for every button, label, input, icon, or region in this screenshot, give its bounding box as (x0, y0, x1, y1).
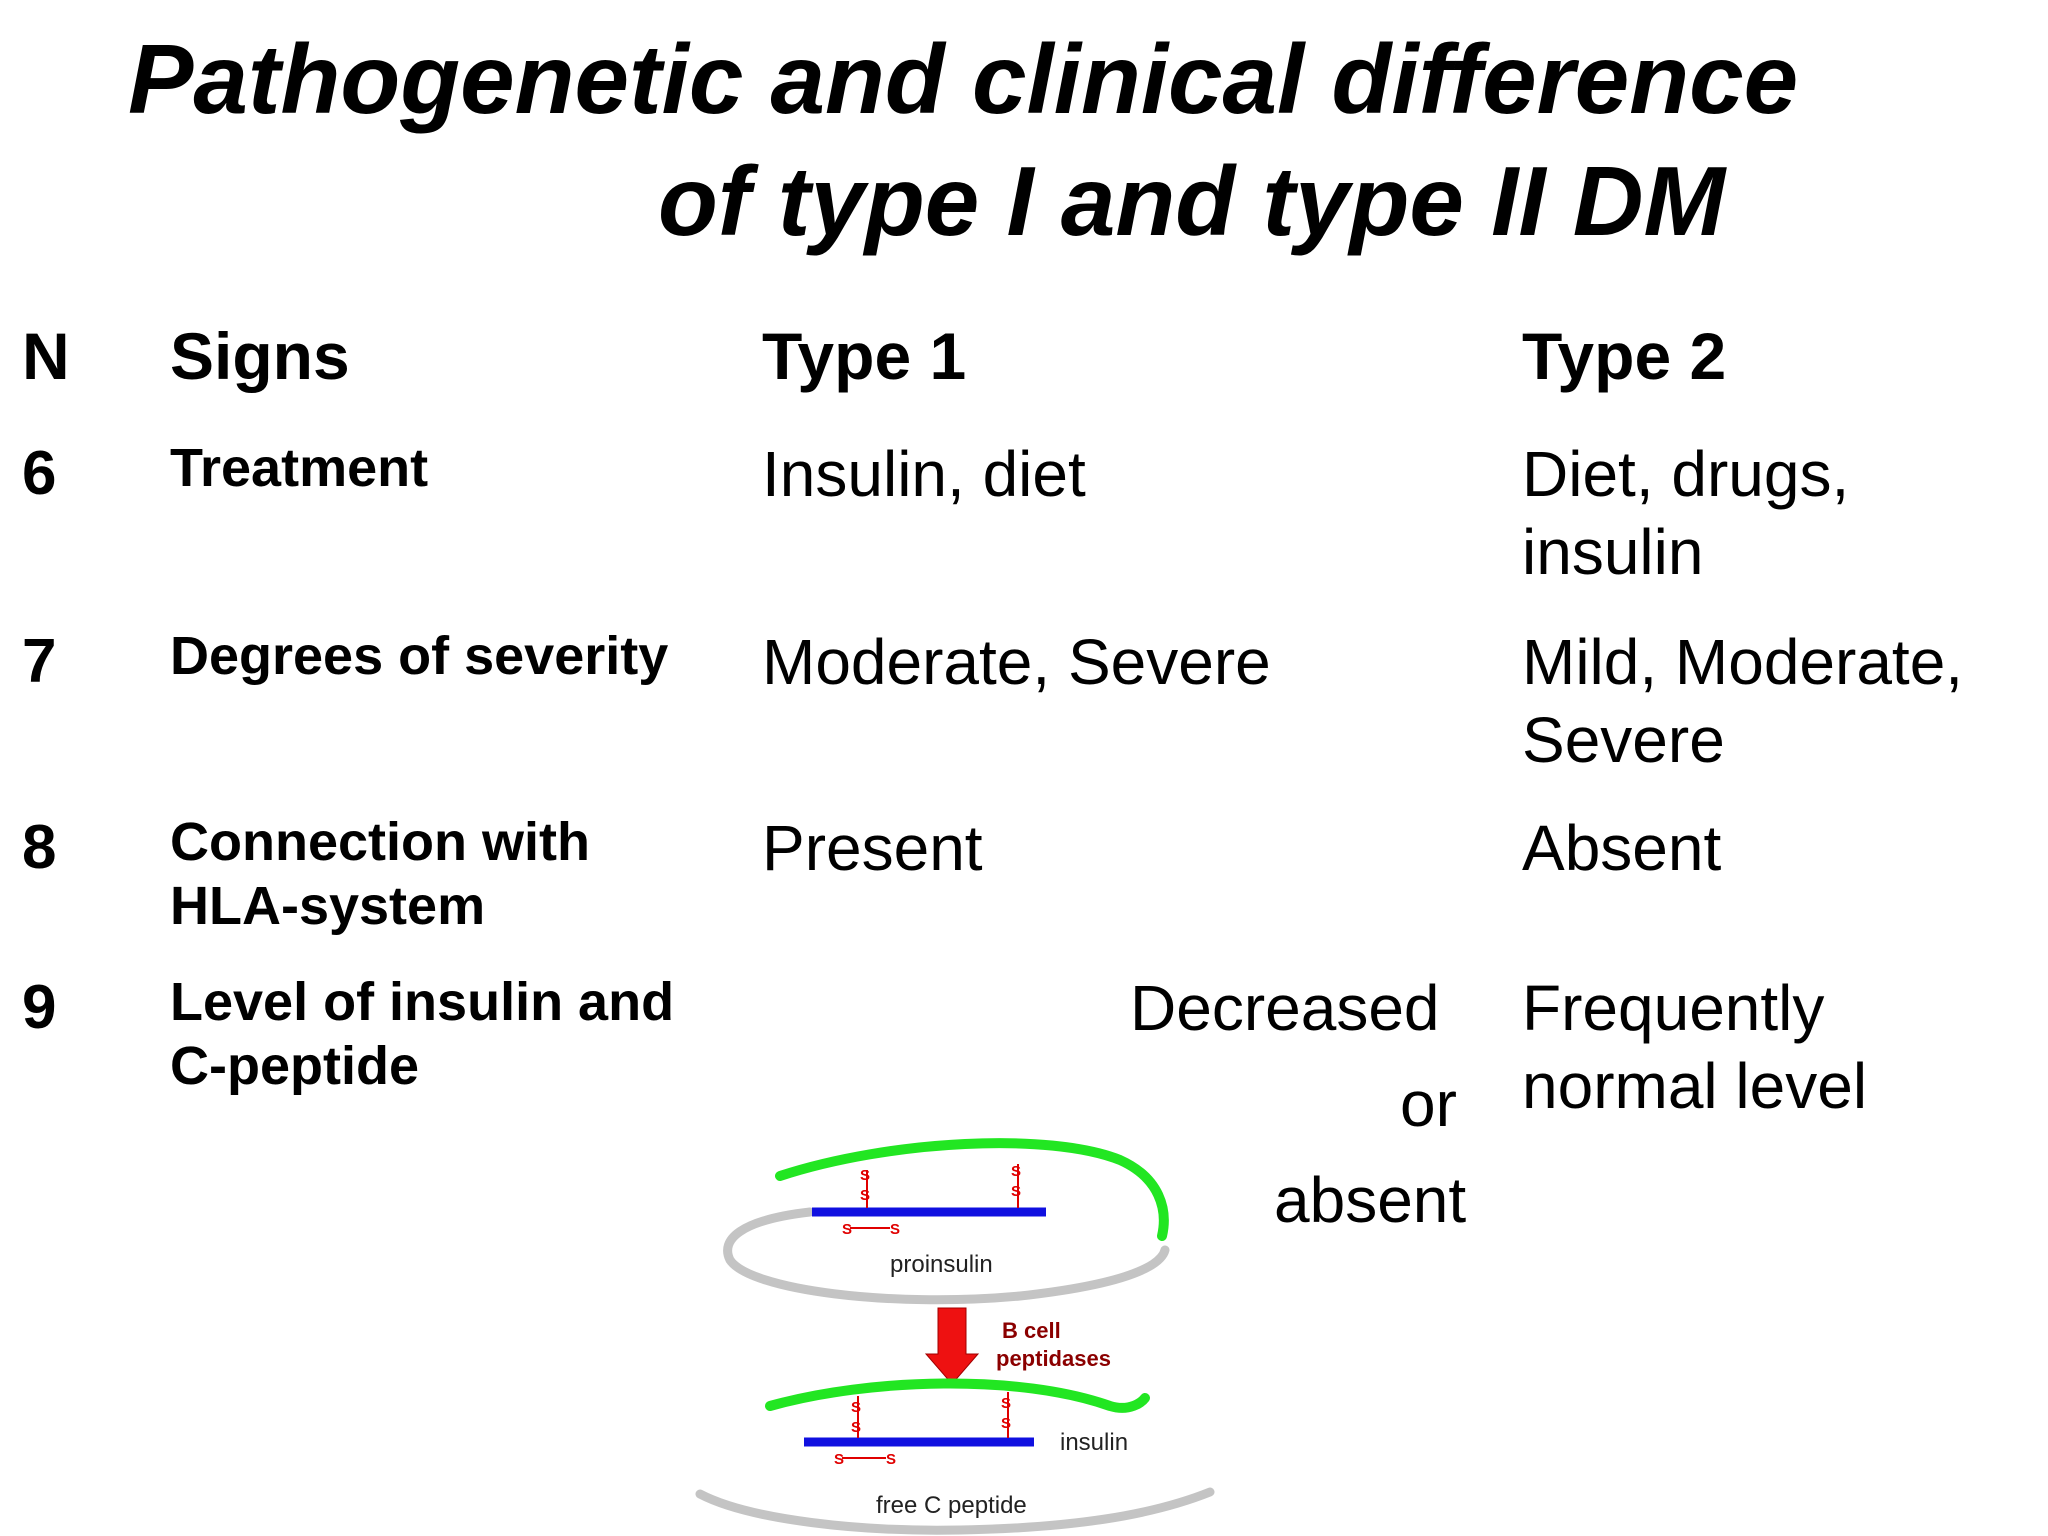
proinsulin-bond-label-6: S (890, 1221, 900, 1238)
insulin-disulfide-bonds (842, 1392, 1009, 1459)
row-7-type1: Moderate, Severe (762, 626, 1271, 698)
insulin-label: insulin (1060, 1429, 1128, 1456)
row-8-type1: Present (762, 812, 983, 884)
proinsulin-bond-label-2: S (860, 1187, 870, 1204)
proinsulin-c-peptide-loop (723, 1207, 1170, 1305)
row-6-sign: Treatment (170, 438, 429, 498)
insulin-bond-label-6: S (886, 1451, 896, 1468)
row-8-sign-line1: Connection with (170, 812, 590, 872)
header-n: N (22, 319, 70, 393)
row-9-type1-line3: absent (1274, 1164, 1467, 1236)
row-7-type2-line2: Severe (1522, 704, 1725, 776)
row-9-type2-line1: Frequently (1522, 972, 1825, 1044)
proinsulin-bond-label-5: S (842, 1221, 852, 1238)
row-6-number: 6 (22, 439, 57, 508)
row-7-number: 7 (22, 627, 57, 696)
header-type1: Type 1 (762, 319, 967, 393)
row-8-type2: Absent (1522, 812, 1722, 884)
insulin-b-chain (765, 1378, 1150, 1413)
header-signs: Signs (170, 319, 350, 393)
row-9-number: 9 (22, 973, 57, 1042)
proinsulin-bond-label-1: S (860, 1167, 870, 1184)
row-9-type1-line1: Decreased (1130, 972, 1440, 1044)
row-9-type2-line2: normal level (1522, 1050, 1868, 1122)
free-c-peptide-label: free C peptide (876, 1492, 1027, 1519)
proinsulin-b-chain (775, 1138, 1169, 1241)
row-9-sign-line2: C-peptide (170, 1036, 419, 1096)
proinsulin-label: proinsulin (890, 1251, 993, 1278)
row-9-type1-line2: or (1400, 1068, 1457, 1140)
row-6-type2-line2: insulin (1522, 516, 1704, 588)
proinsulin-disulfide-bonds (850, 1164, 1019, 1229)
proinsulin-bond-label-4: S (1011, 1183, 1021, 1200)
row-8-sign-line2: HLA-system (170, 876, 486, 936)
insulin-bond-label-5: S (834, 1451, 844, 1468)
insulin-bond-label-3: S (1001, 1395, 1011, 1412)
insulin-bond-label-4: S (1001, 1415, 1011, 1432)
row-6-type2-line1: Diet, drugs, (1522, 438, 1850, 510)
row-9-sign-line1: Level of insulin and (170, 972, 675, 1032)
row-6-type1: Insulin, diet (762, 438, 1086, 510)
header-type2: Type 2 (1522, 319, 1727, 393)
row-7-sign: Degrees of severity (170, 626, 669, 686)
proinsulin-bond-label-3: S (1011, 1163, 1021, 1180)
free-c-peptide-arc (695, 1487, 1215, 1535)
enzyme-label-line1: B cell (1002, 1318, 1061, 1343)
title-line-1: Pathogenetic and clinical difference (128, 24, 1799, 134)
enzyme-label-line2: peptidases (996, 1346, 1111, 1371)
insulin-bond-label-2: S (851, 1419, 861, 1436)
row-7-type2-line1: Mild, Moderate, (1522, 626, 1964, 698)
insulin-bond-label-1: S (851, 1399, 861, 1416)
row-8-number: 8 (22, 813, 57, 882)
cleavage-arrow-icon (924, 1307, 980, 1385)
title-line-2: of type I and type II DM (658, 146, 1726, 256)
proinsulin-cleavage-diagram: S S S S S S proinsulin B cell peptidases… (695, 1138, 1215, 1535)
